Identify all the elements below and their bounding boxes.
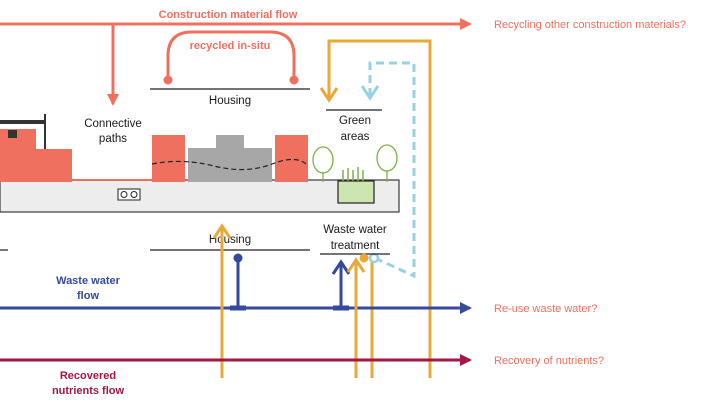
dashed-blue-dot: [368, 252, 380, 264]
tree-left-icon: [312, 146, 334, 174]
housing-bottom-label: Housing: [209, 234, 251, 246]
construction-flow: Construction material flow recycled in-s…: [0, 9, 686, 106]
left-platform: [0, 120, 44, 124]
recycled-dot-left: [163, 75, 173, 85]
nutrients-label-line2: nutrients flow: [52, 385, 125, 397]
left-building: [0, 149, 72, 182]
wwt-blue-arrowhead: [331, 259, 351, 275]
connective-label-line1: Connective: [84, 118, 142, 130]
dashed-blue-arrowhead: [360, 85, 380, 101]
green-label-line2: areas: [341, 131, 370, 143]
recycled-in-situ-label: recycled in-situ: [190, 40, 271, 52]
waste-water-label-line2: flow: [77, 290, 99, 302]
waste-water-flow: Waste water flow Re-use waste water?: [0, 223, 597, 378]
connective-label-line2: paths: [99, 133, 127, 145]
site-section: [0, 114, 400, 213]
housing-grey-block: [188, 148, 272, 182]
pipe-circle-left: [120, 191, 128, 198]
dashed-blue-line: [368, 61, 416, 279]
housing-blue-dot: [233, 253, 243, 263]
green-label-line1: Green: [339, 115, 371, 127]
recovery-nutrients-label: Recovery of nutrients?: [494, 355, 604, 367]
construction-flow-title: Construction material flow: [159, 9, 298, 21]
orange-outer-line: [327, 39, 432, 378]
reuse-waste-water-label: Re-use waste water?: [494, 303, 597, 315]
wwt-orange-dot: [359, 253, 369, 263]
pipe-circle-right: [130, 191, 138, 198]
housing-orange-arrowhead: [212, 223, 232, 239]
housing-grey-top: [216, 135, 244, 150]
wwt-label-line2: treatment: [331, 240, 380, 252]
nutrients-label-line1: Recovered: [60, 370, 116, 382]
housing-top-label: Housing: [209, 95, 251, 107]
orange-arrowhead: [319, 87, 339, 103]
housing-left-block: [152, 135, 185, 182]
wwt-label-line1: Waste water: [323, 224, 387, 236]
left-building-upper: [0, 129, 36, 151]
recycled-dot-right: [289, 75, 299, 85]
right-connectors: [319, 39, 432, 378]
housing-right-block: [275, 135, 308, 182]
waste-water-label-line1: Waste water: [56, 275, 121, 287]
reeds-icon: [342, 167, 364, 181]
left-cart-icon: [8, 130, 17, 138]
recycled-loop: [166, 30, 296, 78]
tree-right-icon: [376, 144, 398, 172]
treatment-basin: [337, 180, 375, 204]
wwt-orange-arrowhead: [346, 257, 366, 273]
recycling-other-label: Recycling other construction materials?: [494, 19, 686, 31]
housing-dashed-line: [151, 158, 309, 171]
zone-labels: Housing Connective paths Green areas Hou…: [0, 88, 390, 255]
nutrients-flow: Recovered nutrients flow Recovery of nut…: [0, 354, 604, 397]
pipe-box: [117, 188, 141, 201]
